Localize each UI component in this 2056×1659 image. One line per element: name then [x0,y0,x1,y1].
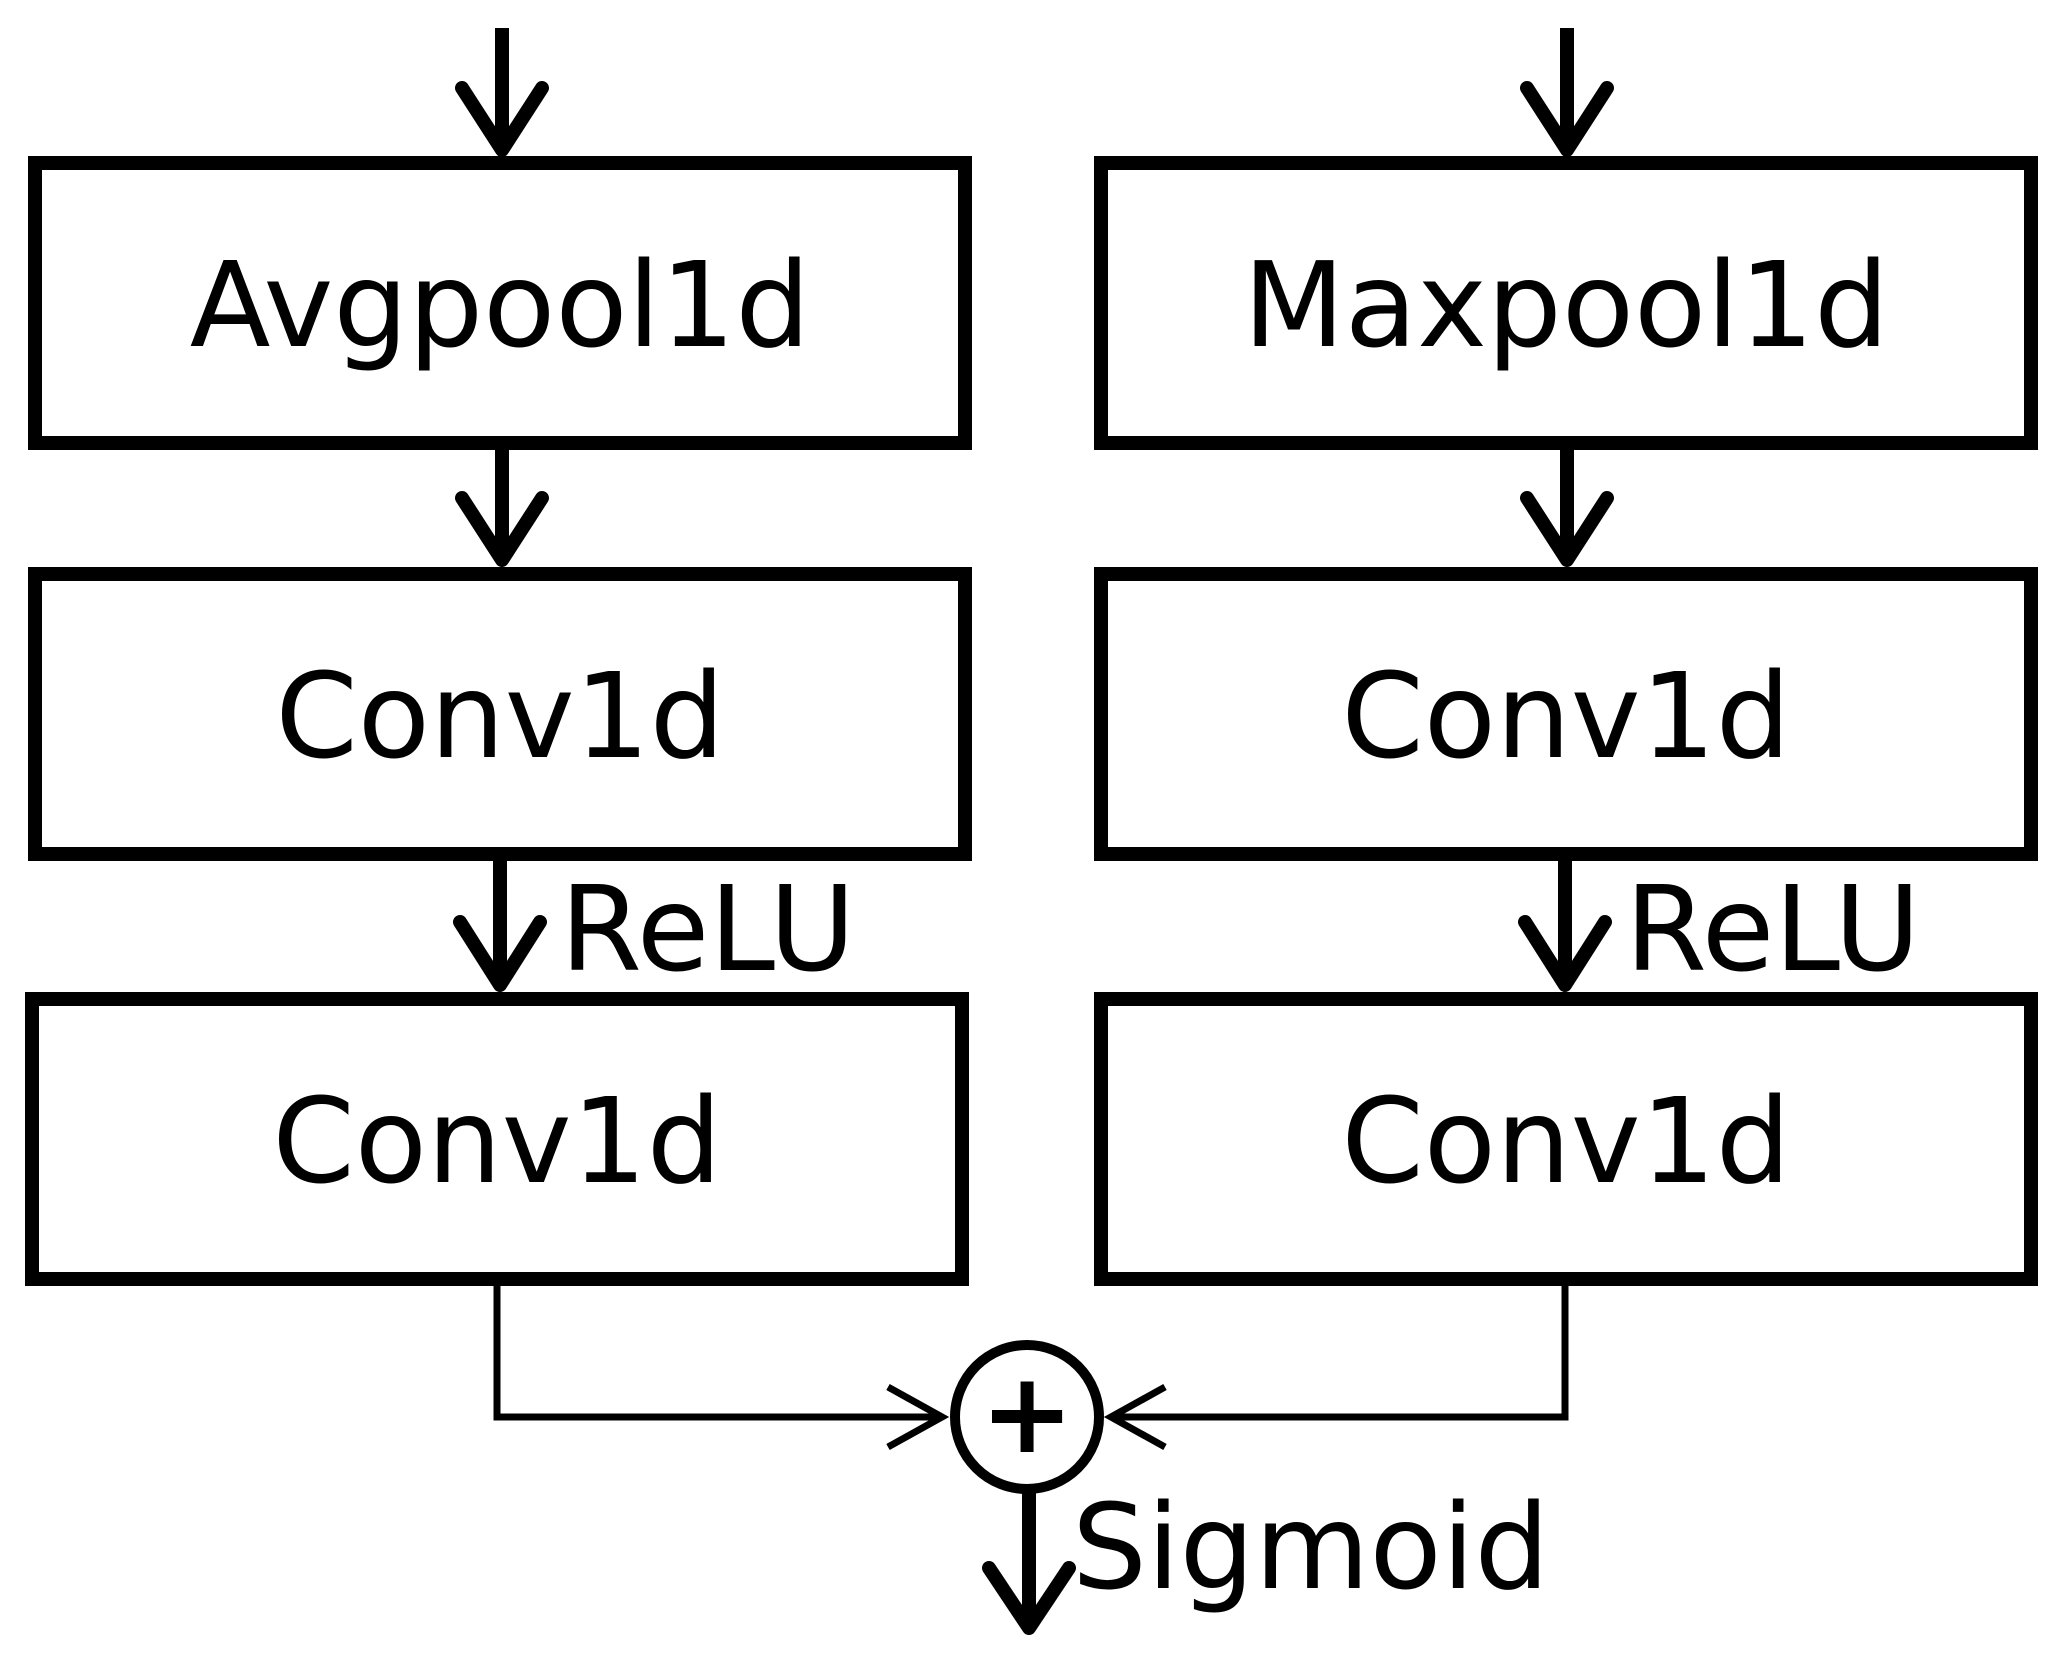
right-branch: Maxpool1d Conv1d ReLU Conv1d [1094,28,2038,1286]
maxpool-label: Maxpool1d [1243,236,1889,374]
right-relu-arrow [1518,861,1612,992]
avgpool-label: Avgpool1d [190,236,811,374]
left-arrow-pool-to-conv [455,450,549,567]
left-conv2-box: Conv1d [25,992,969,1286]
right-relu-label: ReLU [1625,860,1921,998]
left-relu-arrow [453,861,547,992]
right-conv1-label: Conv1d [1341,647,1790,785]
merge-section: + Sigmoid [493,1285,1569,1635]
left-branch: Avgpool1d Conv1d ReLU Conv1d [25,28,972,1286]
left-merge-connector [493,1285,950,1451]
left-relu-label: ReLU [560,860,856,998]
maxpool-box: Maxpool1d [1094,156,2038,450]
avgpool-box: Avgpool1d [28,156,972,450]
left-input-arrow [455,28,549,157]
sigmoid-label: Sigmoid [1072,1478,1549,1616]
sum-operator: + [980,1349,1074,1479]
right-conv2-box: Conv1d [1094,992,2038,1286]
left-conv1-box: Conv1d [28,567,972,861]
output-arrow [982,1492,1076,1635]
right-merge-connector [1103,1285,1569,1451]
right-arrow-pool-to-conv [1520,450,1614,567]
sum-node: + [950,1340,1104,1494]
left-conv1-label: Conv1d [275,647,724,785]
right-conv2-label: Conv1d [1341,1072,1790,1210]
left-conv2-label: Conv1d [272,1072,721,1210]
right-input-arrow [1520,28,1614,157]
right-conv1-box: Conv1d [1094,567,2038,861]
